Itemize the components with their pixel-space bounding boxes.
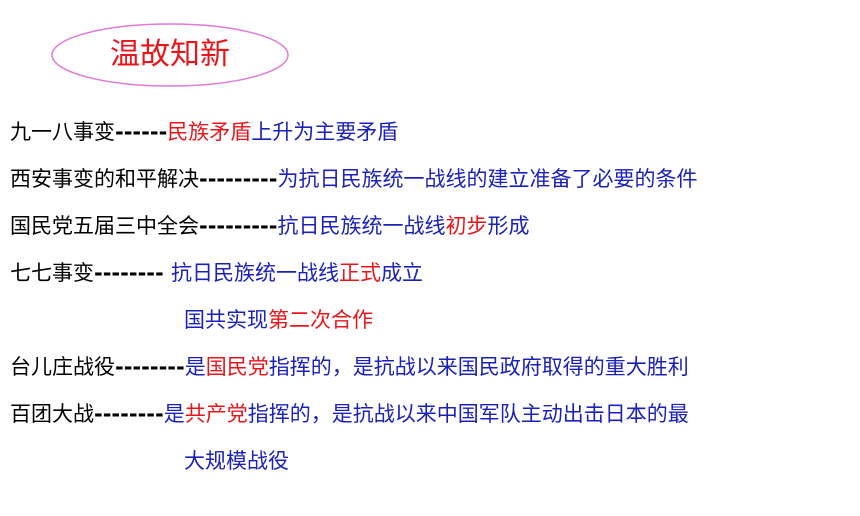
event-name: 九一八事变 xyxy=(10,120,115,144)
content-line: 国共实现第二次合作 xyxy=(184,305,373,335)
highlight-text: 共产党 xyxy=(184,402,248,426)
highlight-text: 第二次合作 xyxy=(268,308,373,332)
dash-separator: -------- xyxy=(94,402,164,426)
highlight-text: 民族矛盾 xyxy=(167,120,252,144)
event-name: 台儿庄战役 xyxy=(10,355,115,379)
dash-separator: -------- xyxy=(115,355,185,379)
content-line: 大规模战役 xyxy=(184,446,289,476)
content-line: 九一八事变------民族矛盾上升为主要矛盾 xyxy=(10,117,398,147)
content-line: 百团大战--------是共产党指挥的，是抗战以来中国军队主动出击日本的最 xyxy=(10,399,689,429)
description-text: 大规模战役 xyxy=(184,449,289,473)
title-badge: 温故知新 xyxy=(50,22,290,88)
description-text: 指挥的，是抗战以来中国军队主动出击日本的最 xyxy=(247,402,689,426)
dash-separator: ------ xyxy=(115,120,168,144)
dash-separator: --------- xyxy=(199,214,278,238)
description-text: 是 xyxy=(184,355,206,379)
event-name: 国民党五届三中全会 xyxy=(10,214,199,238)
event-name: 七七事变 xyxy=(10,261,94,285)
page-title: 温故知新 xyxy=(110,37,230,72)
content-line: 西安事变的和平解决---------为抗日民族统一战线的建立准备了必要的条件 xyxy=(10,164,697,194)
description-text: 抗日民族统一战线 xyxy=(171,261,340,285)
description-text: 上升为主要矛盾 xyxy=(251,120,399,144)
content-line: 台儿庄战役--------是国民党指挥的，是抗战以来国民政府取得的重大胜利 xyxy=(10,352,689,382)
content-line: 七七事变-------- 抗日民族统一战线正式成立 xyxy=(10,258,423,288)
highlight-text: 国民党 xyxy=(205,355,269,379)
content-line: 国民党五届三中全会---------抗日民族统一战线初步形成 xyxy=(10,211,529,241)
title-ellipse xyxy=(51,23,289,87)
highlight-text: 正式 xyxy=(339,261,382,285)
description-text: 国共实现 xyxy=(184,308,268,332)
event-name: 百团大战 xyxy=(10,402,94,426)
description-text: 形成 xyxy=(487,214,530,238)
description-text: 成立 xyxy=(381,261,424,285)
dash-separator: -------- xyxy=(94,261,172,285)
description-text: 指挥的，是抗战以来国民政府取得的重大胜利 xyxy=(268,355,689,379)
highlight-text: 初步 xyxy=(445,214,488,238)
description-text: 为抗日民族统一战线的建立准备了必要的条件 xyxy=(277,167,698,191)
description-text: 抗日民族统一战线 xyxy=(277,214,446,238)
dash-separator: --------- xyxy=(199,167,278,191)
event-name: 西安事变的和平解决 xyxy=(10,167,199,191)
description-text: 是 xyxy=(163,402,185,426)
